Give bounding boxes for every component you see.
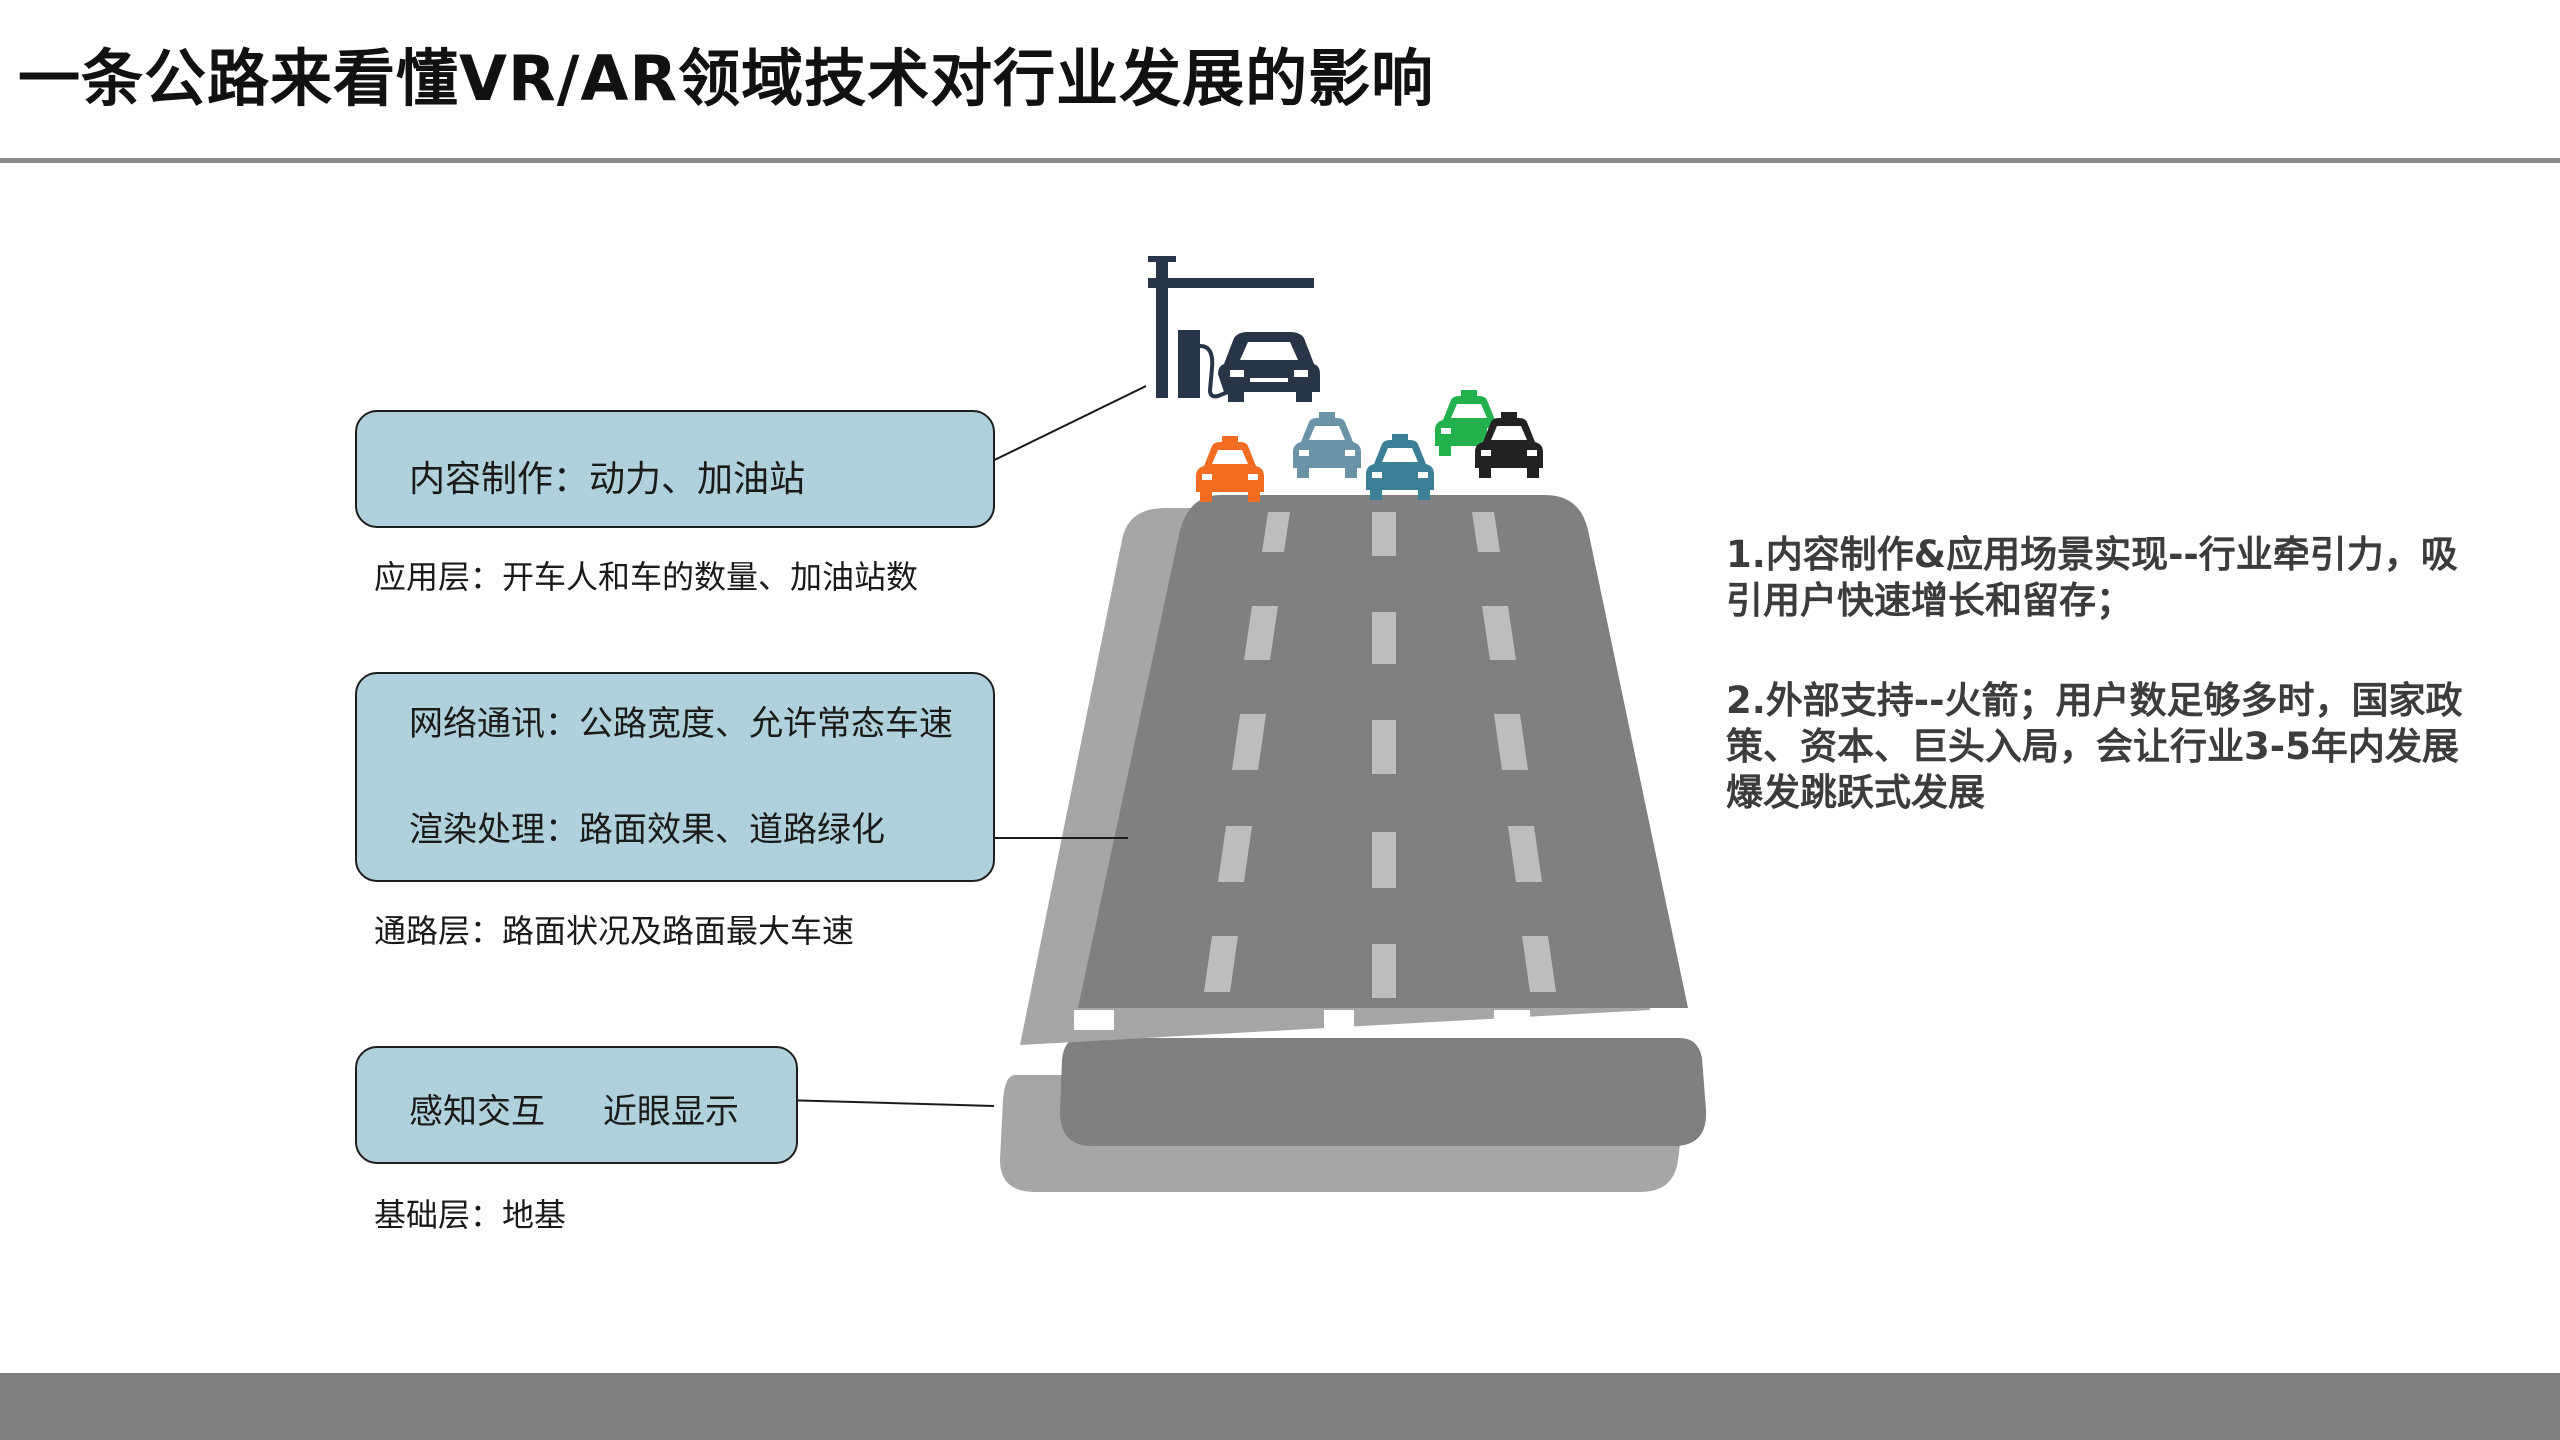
rendering-text: 渲染处理：路面效果、道路绿化 xyxy=(409,810,885,850)
lane-dashes-left xyxy=(1204,512,1290,992)
lane-dash xyxy=(1482,606,1516,660)
foundation-slab xyxy=(1060,1038,1707,1146)
gas-station-pole-cap xyxy=(1148,256,1176,262)
near-eye-display-text: 近眼显示 xyxy=(603,1092,739,1132)
lane-dash xyxy=(1232,714,1266,770)
taxi-icon-teal xyxy=(1366,434,1434,500)
lane-dash xyxy=(1372,720,1396,774)
connector-base xyxy=(781,1099,995,1107)
base-layer-box: 感知交互 近眼显示 xyxy=(355,1046,798,1164)
perception-text: 感知交互 xyxy=(409,1092,545,1132)
channel-layer-box: 网络通讯：公路宽度、允许常态车速 渲染处理：路面效果、道路绿化 xyxy=(355,672,995,882)
fuel-pump xyxy=(1178,330,1200,398)
lane-dash xyxy=(1472,512,1500,552)
taxi-icon-orange xyxy=(1196,436,1264,502)
lane-dash xyxy=(1508,826,1542,882)
title-divider xyxy=(0,158,2560,163)
taxi-icon-black xyxy=(1475,412,1543,478)
lane-dash xyxy=(1522,936,1556,992)
gas-station-canopy xyxy=(1148,278,1314,288)
notes-panel: 1.内容制作&应用场景实现--行业牵引力，吸引用户快速增长和留存； 2.外部支持… xyxy=(1726,532,2486,870)
lane-dash xyxy=(1244,606,1278,660)
road-edge-mark xyxy=(1074,1010,1114,1030)
application-layer-label: 应用层：开车人和车的数量、加油站数 xyxy=(374,558,919,596)
lane-dash xyxy=(1372,512,1396,556)
road-edge-mark xyxy=(1494,1010,1530,1032)
lane-dash xyxy=(1372,612,1396,664)
lane-dash xyxy=(1372,944,1396,998)
car-icon xyxy=(1218,332,1320,402)
lane-dash xyxy=(1204,936,1238,992)
lane-dashes-right xyxy=(1472,512,1556,992)
note-2: 2.外部支持--火箭；用户数足够多时，国家政策、资本、巨头入局，会让行业3-5年… xyxy=(1726,679,2463,814)
page-title: 一条公路来看懂VR/AR领域技术对行业发展的影响 xyxy=(18,42,1435,115)
content-layer-text: 内容制作：动力、加油站 xyxy=(409,459,806,500)
base-layer-label: 基础层：地基 xyxy=(374,1196,567,1234)
gas-station-pole xyxy=(1156,256,1168,398)
fuel-hose xyxy=(1199,344,1229,399)
taxi-icon-lightblue xyxy=(1293,412,1361,478)
lane-dash xyxy=(1262,512,1290,552)
lane-dashes-center xyxy=(1372,512,1396,998)
content-layer-box: 内容制作：动力、加油站 xyxy=(355,410,995,528)
road-edge-mark xyxy=(1324,1010,1354,1034)
channel-layer-label: 通路层：路面状况及路面最大车速 xyxy=(374,912,855,950)
taxi-icon-green xyxy=(1435,390,1503,456)
gas-station-icon xyxy=(1148,256,1314,399)
lane-dash xyxy=(1372,832,1396,888)
road-edge-mark xyxy=(1655,1010,1695,1032)
lane-dash xyxy=(1494,714,1528,770)
footer-bar xyxy=(0,1373,2560,1440)
network-text: 网络通讯：公路宽度、允许常态车速 xyxy=(409,704,953,744)
note-1: 1.内容制作&应用场景实现--行业牵引力，吸引用户快速增长和留存； xyxy=(1726,533,2458,622)
lane-dash xyxy=(1218,826,1252,882)
connector-content xyxy=(977,385,1147,469)
